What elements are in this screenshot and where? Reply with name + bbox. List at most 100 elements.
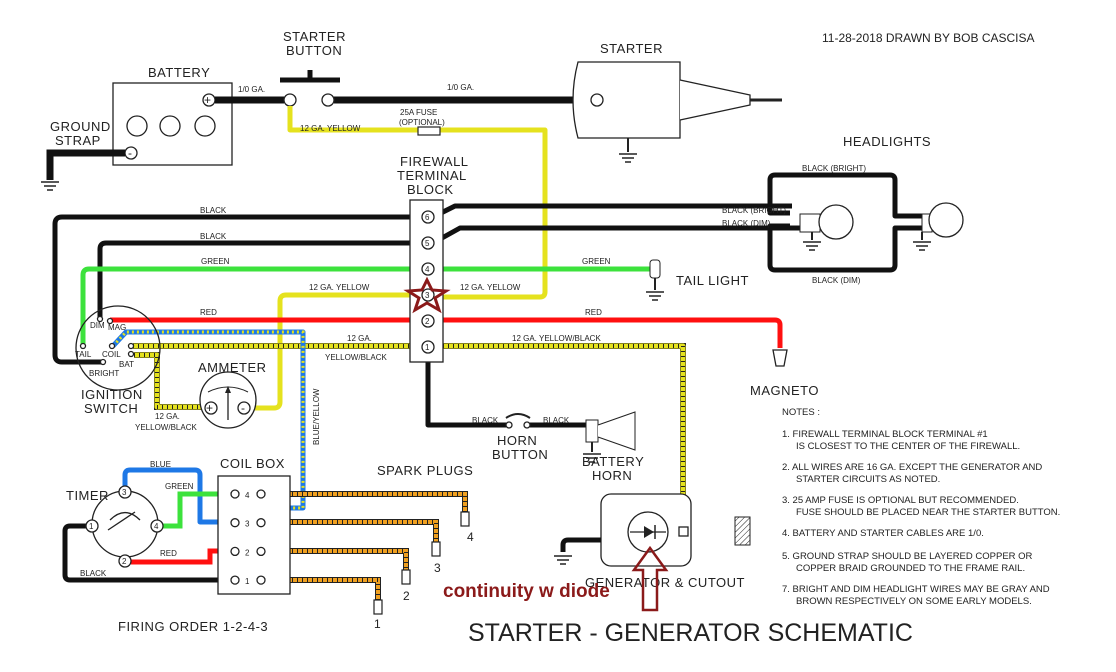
- svg-text:GREEN: GREEN: [201, 257, 230, 266]
- terminal-1: [421, 340, 435, 354]
- svg-text:3: 3: [245, 520, 250, 529]
- headlights-label: HEADLIGHTS: [843, 134, 931, 149]
- starter-button: [280, 70, 340, 83]
- svg-text:4: 4: [245, 491, 250, 500]
- diagram-title: STARTER - GENERATOR SCHEMATIC: [468, 619, 913, 647]
- svg-text:BLACK (BRIGHT): BLACK (BRIGHT): [722, 206, 786, 215]
- spark-plugs: [373, 511, 470, 615]
- svg-text:3: 3: [122, 488, 127, 497]
- svg-text:12 GA.: 12 GA.: [155, 412, 180, 421]
- svg-text:DIM: DIM: [90, 321, 105, 330]
- wire-timer-blue: [122, 467, 232, 525]
- ground-strap-label: GROUND: [50, 119, 111, 134]
- note-line: FUSE SHOULD BE PLACED NEAR THE STARTER B…: [796, 507, 1060, 518]
- svg-text:12 GA. YELLOW: 12 GA. YELLOW: [309, 283, 370, 292]
- note-line: COPPER BRAID GROUNDED TO THE FRAME RAIL.: [796, 563, 1025, 574]
- terminal-6: [421, 210, 435, 224]
- svg-text:BLUE: BLUE: [150, 460, 171, 469]
- coil-terminal-out-3: [256, 518, 266, 528]
- svg-text:TERMINAL: TERMINAL: [397, 168, 467, 183]
- starter-motor: STARTER: [572, 41, 782, 163]
- firewall-block-label: FIREWALL: [400, 154, 469, 169]
- svg-text:BLACK: BLACK: [472, 416, 499, 425]
- svg-text:4: 4: [467, 530, 474, 544]
- terminal-3: [421, 288, 435, 302]
- ground-strap-wire: [46, 149, 125, 180]
- svg-text:5: 5: [425, 239, 430, 248]
- svg-text:BUTTON: BUTTON: [286, 43, 342, 58]
- star-marker: [403, 276, 451, 314]
- wire-yellow-ammeter: [250, 292, 423, 411]
- svg-text:12 GA.: 12 GA.: [347, 334, 372, 343]
- svg-text:NOTES :: NOTES :: [782, 407, 820, 418]
- svg-text:(OPTIONAL): (OPTIONAL): [399, 118, 445, 127]
- svg-text:BRIGHT: BRIGHT: [89, 369, 119, 378]
- svg-text:HORN: HORN: [592, 468, 632, 483]
- wire-red-magneto: [110, 317, 783, 348]
- drawn-by-text: 11-28-2018 DRAWN BY BOB CASCISA: [822, 31, 1035, 45]
- svg-text:2: 2: [122, 557, 127, 566]
- svg-text:MAG: MAG: [108, 323, 126, 332]
- svg-text:12 GA. YELLOW: 12 GA. YELLOW: [460, 283, 521, 292]
- terminal-4: [421, 262, 435, 276]
- svg-text:-: -: [128, 146, 132, 160]
- timer: 3 4 1 2 TIMER: [66, 485, 164, 568]
- note-line: 4. BATTERY AND STARTER CABLES ARE 1/0.: [782, 528, 984, 539]
- terminal-5: [421, 236, 435, 250]
- ammeter: + - AMMETER: [198, 360, 267, 429]
- coil-terminal-in-2: [230, 546, 240, 557]
- svg-text:BLACK: BLACK: [80, 569, 107, 578]
- note-line: 3. 25 AMP FUSE IS OPTIONAL BUT RECOMMEND…: [782, 495, 1019, 506]
- svg-text:RED: RED: [585, 308, 602, 317]
- coil-terminal-out-1: [256, 575, 266, 585]
- notes: NOTES : 1. FIREWALL TERMINAL BLOCK TERMI…: [782, 407, 1060, 607]
- svg-text:BLACK: BLACK: [543, 416, 570, 425]
- svg-text:COIL: COIL: [102, 350, 121, 359]
- svg-text:+: +: [206, 401, 213, 415]
- svg-text:2: 2: [425, 317, 430, 326]
- svg-text:TAIL: TAIL: [75, 350, 92, 359]
- note-line: 5. GROUND STRAP SHOULD BE LAYERED COPPER…: [782, 551, 1033, 562]
- wire-green-tail: [80, 266, 423, 345]
- coil-terminal-in-1: [230, 575, 240, 585]
- svg-text:STARTER: STARTER: [600, 41, 663, 56]
- horn-button: [505, 413, 531, 429]
- svg-text:TIMER: TIMER: [66, 488, 109, 503]
- svg-text:YELLOW/BLACK: YELLOW/BLACK: [325, 353, 387, 362]
- svg-text:3: 3: [425, 291, 430, 300]
- svg-text:AMMETER: AMMETER: [198, 360, 267, 375]
- note-line: STARTER CIRCUITS AS NOTED.: [796, 474, 940, 485]
- headlight-left: [799, 204, 854, 251]
- ground-icon: [40, 181, 60, 191]
- wire-headlight-outer: [767, 172, 925, 273]
- svg-text:1: 1: [245, 577, 250, 586]
- tail-light: [645, 259, 665, 301]
- svg-text:MAGNETO: MAGNETO: [750, 383, 819, 398]
- wire-black-dim: [97, 240, 423, 320]
- coil-terminal-out-4: [256, 489, 266, 499]
- svg-text:BLOCK: BLOCK: [407, 182, 454, 197]
- svg-text:4: 4: [425, 265, 430, 274]
- annotation-text: continuity w diode: [443, 581, 610, 602]
- wire-black-bright: [52, 214, 423, 365]
- svg-text:RED: RED: [200, 308, 217, 317]
- note-line: 2. ALL WIRES ARE 16 GA. EXCEPT THE GENER…: [782, 462, 1042, 473]
- svg-text:1: 1: [425, 343, 430, 352]
- coil-terminal-out-2: [256, 546, 266, 557]
- ignition-switch: DIM MAG TAIL COIL BAT BRIGHT IGNITION SW…: [75, 305, 161, 416]
- svg-text:1: 1: [374, 617, 381, 631]
- spark-plug-wires: [262, 491, 468, 600]
- svg-text:BLACK (DIM): BLACK (DIM): [812, 276, 861, 285]
- wire-timer-green: [162, 491, 232, 529]
- battery: + - BATTERY: [112, 65, 233, 166]
- arrow-annotation: [631, 545, 669, 612]
- svg-text:YELLOW/BLACK: YELLOW/BLACK: [135, 423, 197, 432]
- svg-text:HORN: HORN: [497, 433, 537, 448]
- battery-label: BATTERY: [148, 65, 210, 80]
- svg-text:3: 3: [434, 561, 441, 575]
- svg-text:12 GA. YELLOW/BLACK: 12 GA. YELLOW/BLACK: [512, 334, 601, 343]
- headlight-right: [912, 202, 964, 251]
- wire-yellow-black: [133, 343, 686, 528]
